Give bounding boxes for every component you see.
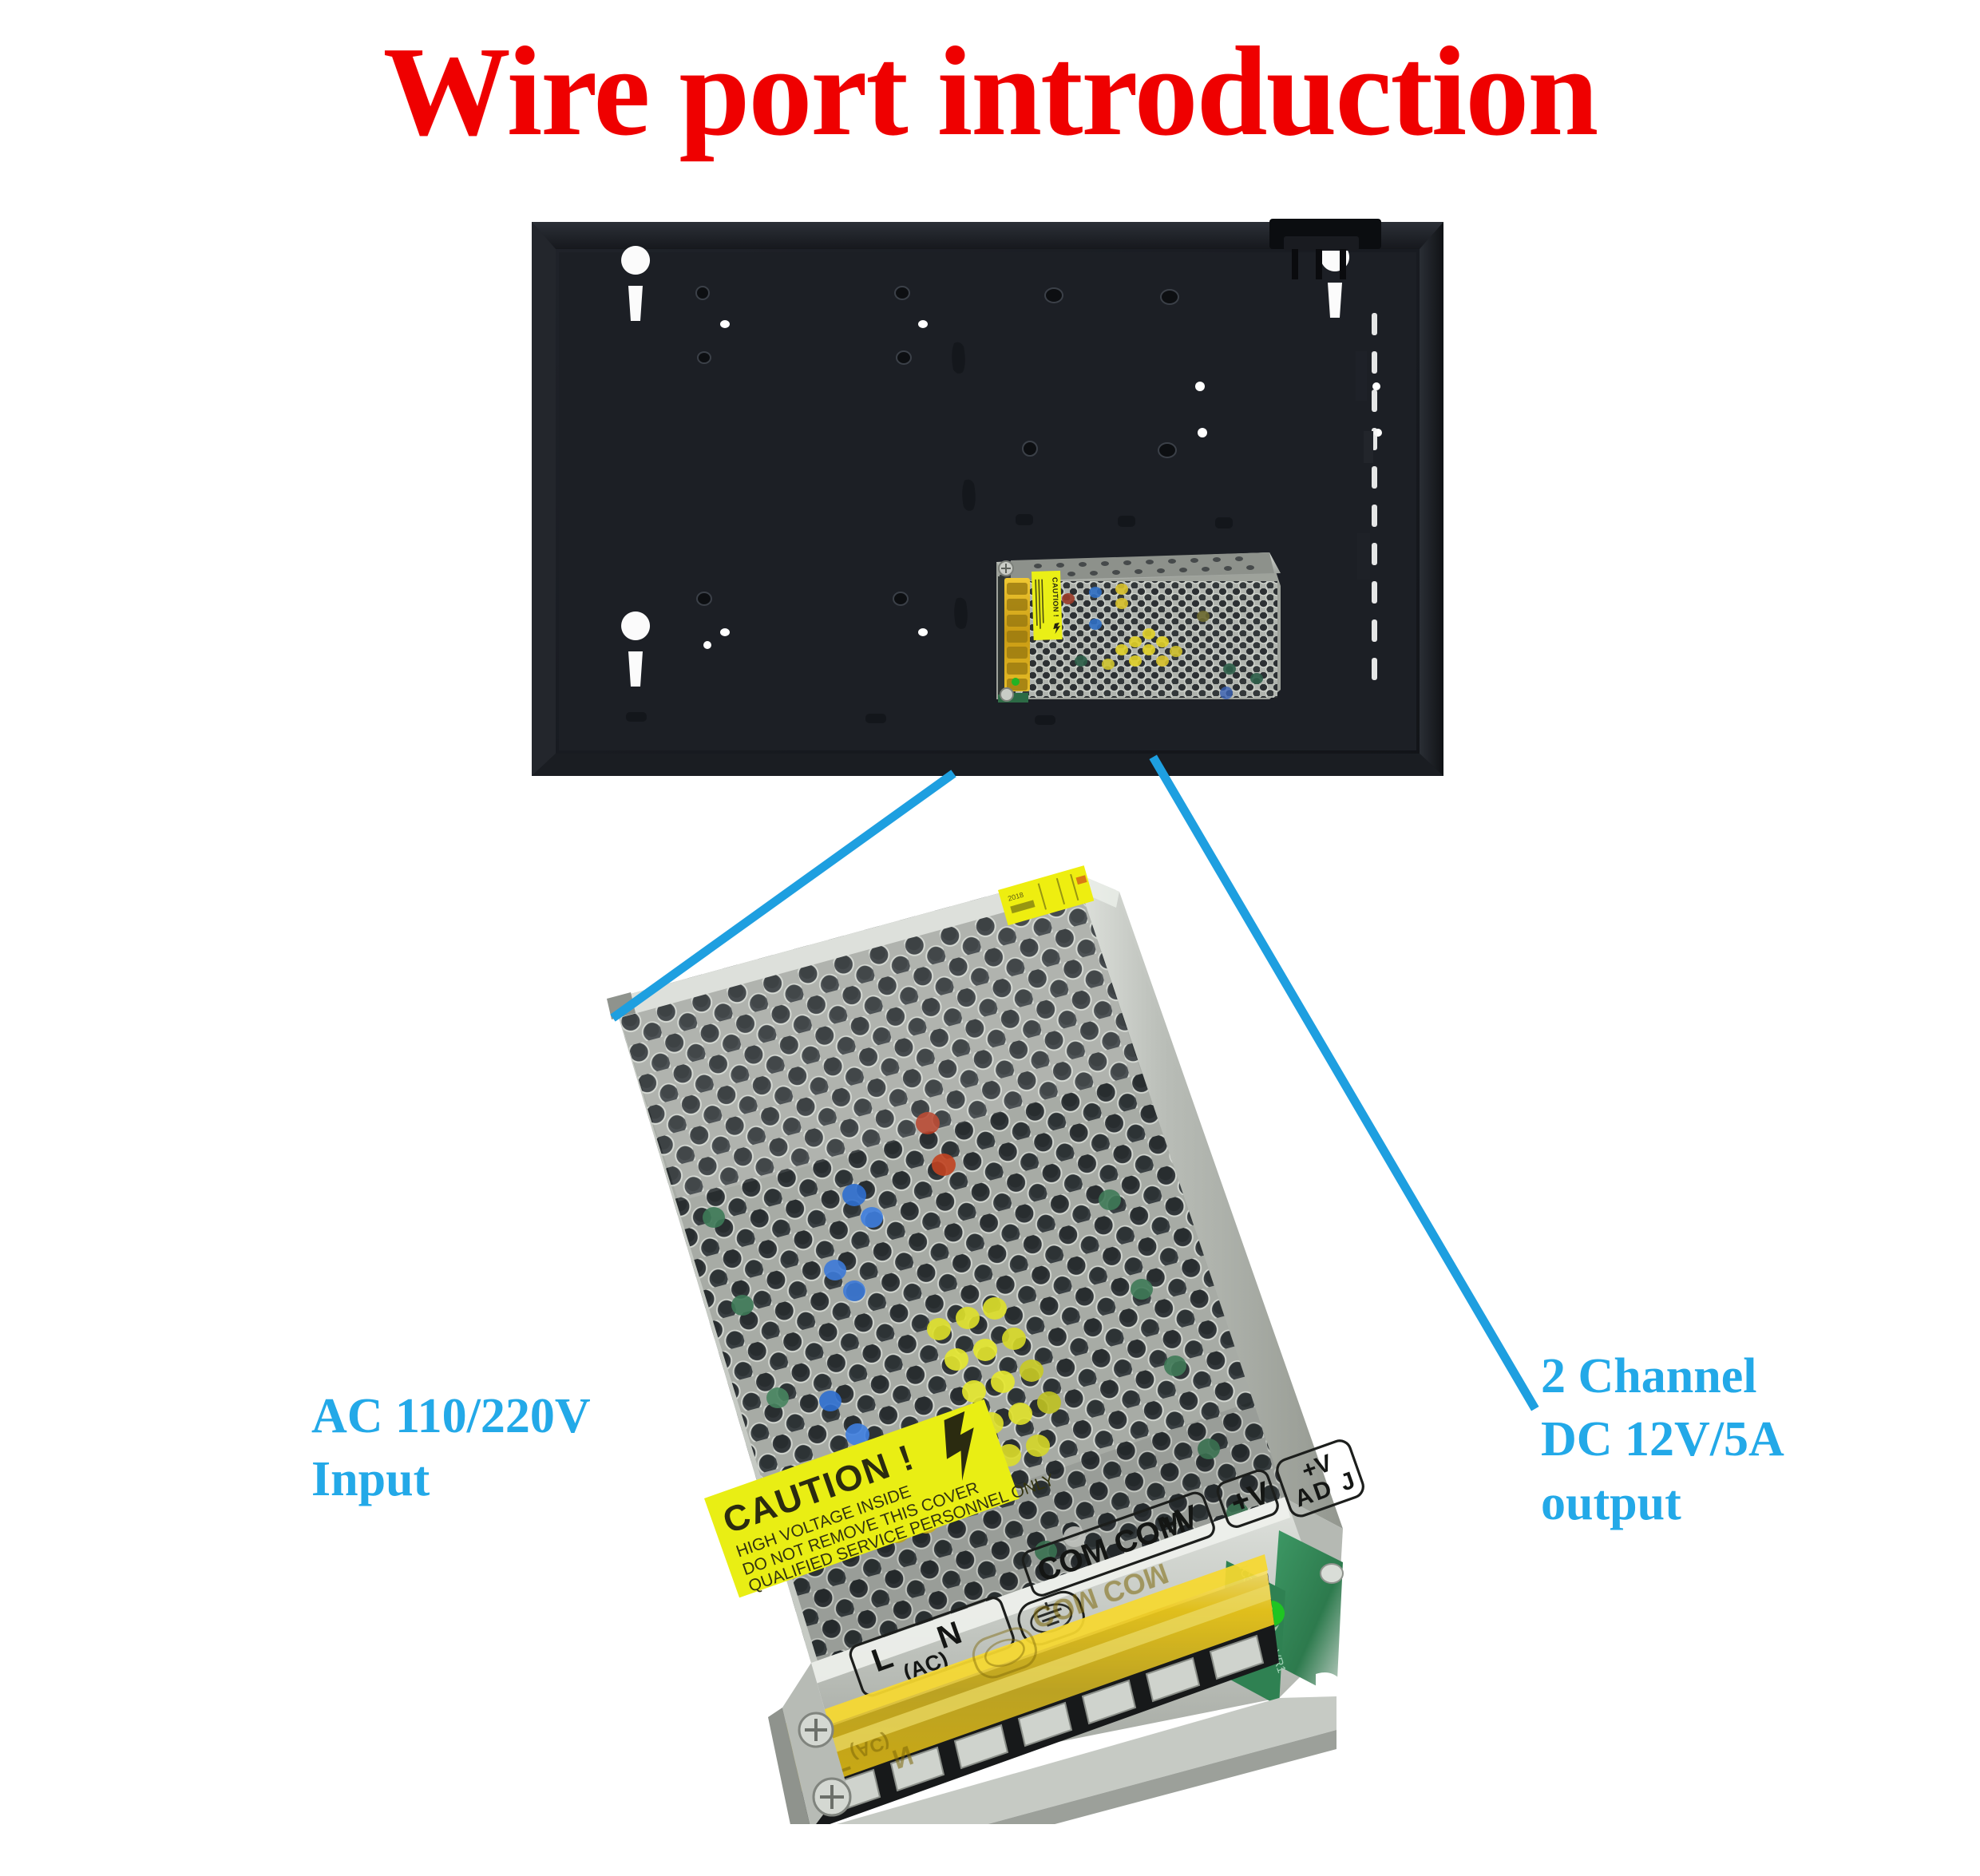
right-bracket	[1356, 351, 1373, 580]
svg-text:CAUTION !: CAUTION !	[1051, 577, 1060, 617]
terminal-cover	[782, 1554, 1274, 1795]
leader-line-left	[610, 770, 956, 1022]
date-sticker: 2018	[998, 865, 1095, 926]
enclosure-photo: CAUTION !	[527, 217, 1453, 800]
psu-large-svg: 2018 COM COM +V	[607, 865, 1364, 1876]
psu-large-photo: 2018 COM COM +V	[583, 842, 1565, 1876]
leader-line-right	[1149, 754, 1539, 1411]
high-voltage-bolt-icon	[944, 1411, 974, 1481]
annotation-dc-output: 2 Channel DC 12V/5A output	[1541, 1349, 1784, 1530]
terminal-block: COM COM L N (AC)	[782, 1554, 1279, 1834]
ventilation-slits	[1372, 313, 1377, 680]
standoff-holes	[626, 286, 1382, 725]
psu-small-caution-label: CAUTION !	[1032, 570, 1063, 640]
page-title: Wire port introduction	[382, 20, 1599, 162]
ac-inlet-connector	[1269, 219, 1381, 279]
chassis-left-flange	[768, 1663, 852, 1840]
enclosure-svg: CAUTION !	[532, 219, 1443, 776]
psu-small-module: CAUTION !	[996, 552, 1281, 703]
psu-small-terminal-block	[998, 575, 1030, 695]
annotation-ac-input: AC 110/220V Input	[311, 1389, 591, 1507]
